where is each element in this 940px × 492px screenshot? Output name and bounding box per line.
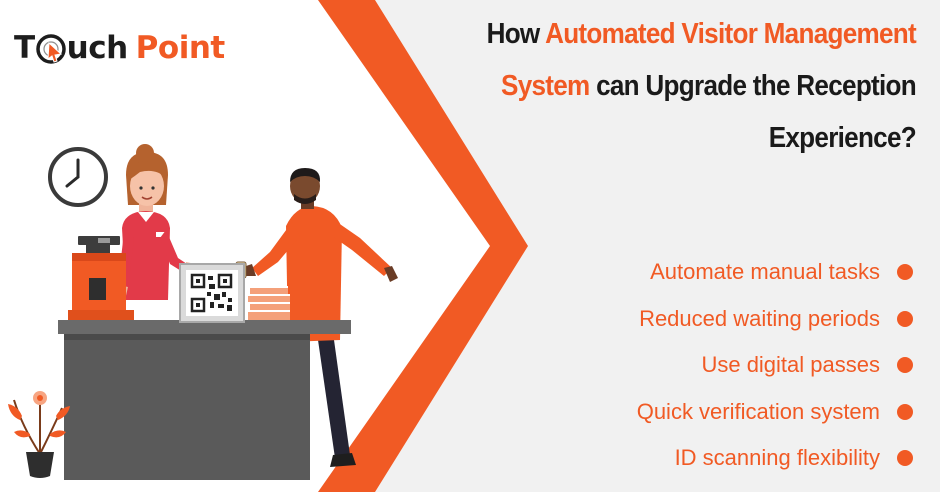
logo-text-part2: uch [66, 30, 129, 66]
books-icon [248, 286, 290, 320]
qr-code-icon [179, 263, 245, 323]
benefit-item: ID scanning flexibility [637, 439, 913, 486]
benefit-label: Quick verification system [636, 398, 880, 424]
bullet-dot-icon [897, 403, 913, 420]
bullet-dot-icon [897, 310, 913, 327]
target-cursor-icon [35, 34, 66, 64]
benefit-item: Quick verification system [636, 393, 913, 440]
benefit-label: Use digital passes [701, 352, 880, 377]
bullet-dot-icon [897, 357, 913, 373]
bullet-dot-icon [897, 450, 913, 466]
flower-pot-icon [8, 391, 70, 478]
title-highlight-2: System [501, 70, 590, 102]
logo-text-part3: Point [135, 30, 226, 66]
benefit-item: Use digital passes [637, 346, 913, 393]
benefit-label: Reduced waiting periods [639, 305, 880, 331]
title-suffix-2: Experience? [768, 122, 917, 154]
cash-register-icon [68, 236, 134, 320]
benefit-item: Automate manual tasks [637, 253, 913, 300]
benefit-label: Automate manual tasks [650, 259, 880, 284]
page-title: How Automated Visitor Management System … [448, 8, 917, 164]
benefit-item: Reduced waiting periods [637, 300, 913, 347]
bullet-dot-icon [897, 264, 913, 280]
touchpoint-logo[interactable]: T uch Point [14, 26, 225, 70]
orange-chevron-stripe [318, 0, 528, 492]
logo-text-part1: T [14, 30, 35, 66]
title-prefix: How [486, 18, 546, 50]
title-highlight-1: Automated Visitor Management [545, 18, 917, 50]
benefits-list: Automate manual tasks Reduced waiting pe… [636, 253, 913, 486]
wall-clock-icon [48, 147, 108, 207]
reception-counter [58, 320, 351, 480]
benefit-label: ID scanning flexibility [674, 445, 880, 470]
title-suffix-1: can Upgrade the Reception [589, 70, 917, 102]
